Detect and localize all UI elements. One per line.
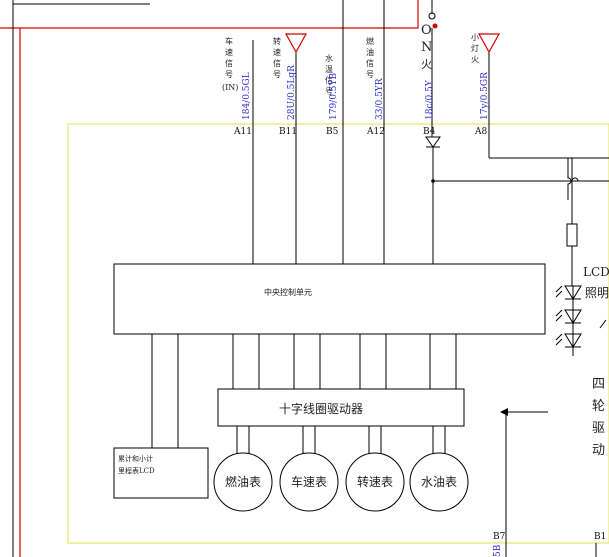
ecu-label: 中央控制单元 [264,287,312,297]
signal-label-char-small-light: 灯 [471,43,479,53]
gauge-label: 转速表 [357,474,393,489]
odometer-label-1: 累计和小计 [118,454,153,463]
signal-label-char-water-temp: 水 [325,53,333,63]
signal-label-char-vehicle-speed: 信 [225,58,233,68]
four-wd-label-char: 驱 [592,421,605,436]
cross-coil-driver [217,388,465,427]
signal-label-char-water-temp: 温 [325,65,333,74]
signal-label-char-fuel: 信 [366,58,374,68]
crossover-hop [567,158,572,200]
signal-label-extra-vehicle-speed: (IN) [222,83,238,92]
gauge-label: 车速表 [291,474,327,489]
signal-label-char-engine-speed: 号 [273,70,281,79]
four-wd-label-char: 轮 [592,399,605,414]
signal-arrow-small-light [477,33,501,54]
four-wd-label-char: 动 [592,443,605,458]
wire-code-vehicle-speed: 184/0.5GL [242,72,252,120]
red-power-wire-outer [0,0,419,29]
signal-label-char-vehicle-speed: 速 [225,48,233,57]
ignition-diode [425,136,441,264]
wire-code-engine-speed: 28U/0.5LgR [287,65,297,120]
signal-label-char-water-temp: 信 [325,75,333,85]
gauge-label: 燃油表 [225,474,261,489]
signal-label-char-engine-speed: 信 [273,58,281,68]
pin-b7: B7 [493,532,506,542]
odometer-label-2: 里程表LCD [118,466,155,475]
signal-label-char-ignition: O [421,23,432,38]
signal-label-char-ignition: 火 [421,58,432,71]
pin-engine-speed: B11 [279,127,297,137]
gauge-3 [409,452,469,512]
pin-vehicle-speed: A11 [233,127,252,137]
signal-label-char-small-light: 小 [471,33,479,42]
signal-label-char-fuel: 油 [366,47,374,57]
signal-label-char-ignition: N [421,40,432,55]
wire-code-ignition: 18c/0.5Y [425,79,435,120]
signal-label-char-engine-speed: 转 [273,36,281,46]
edge-code: 5B [493,544,503,557]
lcd-illumination-label: 照明 [585,286,609,300]
four-wd-label-char: 四 [592,377,605,392]
pin-small-light: A8 [474,127,487,137]
gauge-label: 水油表 [421,475,457,489]
gauge-0 [213,452,273,512]
wire-code-fuel: 33/0.5YR [375,78,385,120]
signal-label-char-fuel: 号 [366,70,374,79]
signal-label-char-vehicle-speed: 号 [225,70,233,79]
lcd-resistor [566,223,578,247]
pin-ignition: B4 [423,127,436,137]
signal-label-char-vehicle-speed: 车 [225,36,233,46]
red-contact-dot [432,23,438,29]
signal-label-char-fuel: 燃 [366,36,374,46]
meter-cluster-frame [67,123,609,544]
junction-dot [431,179,435,183]
gauge-1 [279,452,339,512]
pin-b1: B1 [594,532,606,542]
wire-code-water-temp: 179/0.5YB [329,73,339,120]
gauge-2 [345,452,405,512]
signal-label-char-small-light: 火 [471,55,479,64]
lcd-label: LCD [583,265,609,279]
central-control-unit [113,263,546,335]
signal-label-char-engine-speed: 速 [273,48,281,57]
pin-water-temp: B5 [326,127,339,137]
odometer-lcd [113,447,209,499]
signal-arrow-engine-speed [284,33,308,54]
driver-label: 十字线圈驱动器 [279,401,363,416]
wire-code-small-light: 17y/0.5GR [480,72,490,120]
lcd-illumination-leds [555,285,607,356]
ignition-switch [428,0,438,137]
signal-label-char-water-temp: 号 [325,87,333,96]
pin-fuel: A12 [366,127,385,137]
